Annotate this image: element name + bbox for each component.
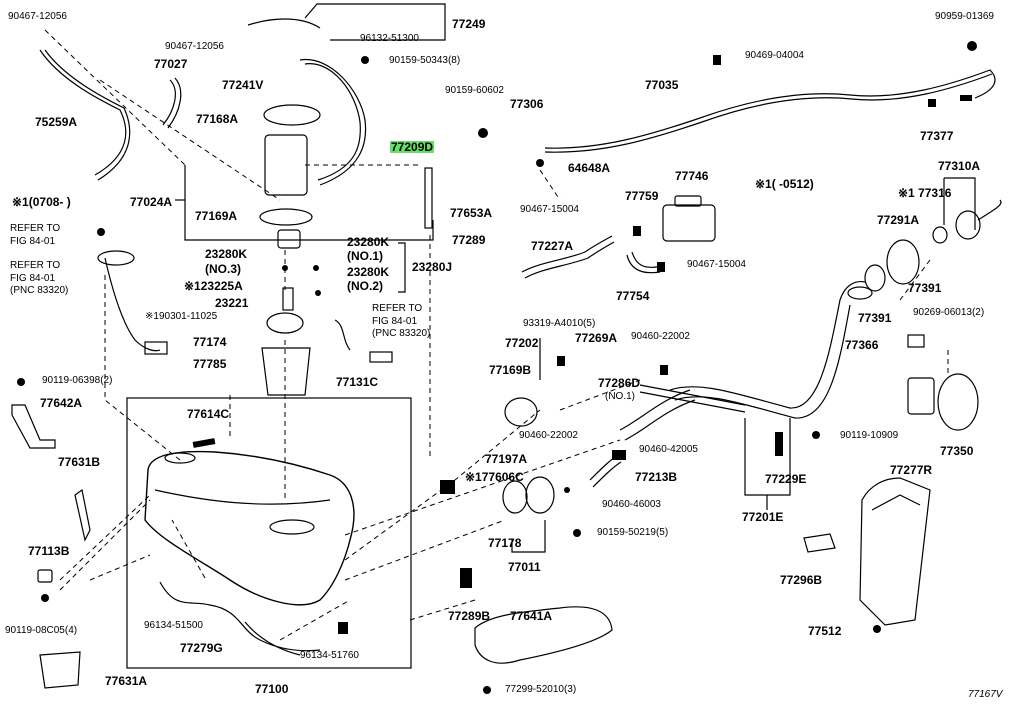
part-label: 77168A xyxy=(196,112,239,126)
part-label: 77366 xyxy=(845,338,879,352)
part-label: 77614C xyxy=(187,407,230,421)
refer-note: REFER TO FIG 84-01 (PNC 83320) xyxy=(10,260,69,296)
part-label: 77754 xyxy=(616,289,650,303)
part-label: 90119-06398(2) xyxy=(42,375,113,386)
part-label: ※1 77316 xyxy=(898,186,952,200)
part-label: 23280K xyxy=(347,265,390,279)
part-label: 23280J xyxy=(412,260,453,274)
part-label: 77100 xyxy=(255,682,289,696)
part-label: 77279G xyxy=(180,641,223,655)
part-label: 77391 xyxy=(908,281,942,295)
part-label: 77277R xyxy=(890,463,933,477)
part-label: 77241V xyxy=(222,78,264,92)
part-label: 77310A xyxy=(938,159,981,173)
part-label: 90467-12056 xyxy=(8,11,67,22)
part-label: 77131C xyxy=(336,375,379,389)
part-label: 90269-06013(2) xyxy=(913,307,985,318)
part-label: 77174 xyxy=(193,335,227,349)
part-label: ※123225A xyxy=(184,279,243,293)
diagram-id: 77167V xyxy=(968,689,1003,700)
part-label: 77229E xyxy=(765,472,807,486)
part-label: 90460-46003 xyxy=(602,499,661,510)
part-label: 77286D xyxy=(598,376,641,390)
part-label: 90467-15004 xyxy=(687,259,746,270)
part-label: 77289B xyxy=(448,609,491,623)
part-label: 77035 xyxy=(645,78,679,92)
part-label: 77631A xyxy=(105,674,148,688)
part-label: 77227A xyxy=(531,239,574,253)
part-label: 90460-22002 xyxy=(519,430,578,441)
part-label: 77011 xyxy=(508,560,541,574)
part-label: 90159-50343(8) xyxy=(389,55,461,66)
part-label: 77169A xyxy=(195,209,238,223)
part-label: 90159-60602 xyxy=(445,85,504,96)
part-label: 77391 xyxy=(858,311,892,325)
part-label: (NO.3) xyxy=(205,262,241,276)
part-label: (NO.1) xyxy=(605,391,635,402)
part-label: 77631B xyxy=(58,455,101,469)
part-label: 23221 xyxy=(215,296,249,310)
part-label: 77299-52010(3) xyxy=(505,684,577,695)
part-label: 77377 xyxy=(920,129,954,143)
part-label: 77306 xyxy=(510,97,544,111)
part-label: 77213B xyxy=(635,470,678,484)
part-label: 23280K xyxy=(205,247,248,261)
part-label: 90959-01369 xyxy=(935,11,994,22)
part-label: 90119-08C05(4) xyxy=(5,625,78,636)
part-label: (NO.1) xyxy=(347,249,383,263)
part-label: 77512 xyxy=(808,624,842,638)
part-label: (NO.2) xyxy=(347,279,383,293)
part-label: 90460-22002 xyxy=(631,331,690,342)
part-label: 23280K xyxy=(347,235,390,249)
part-label: 77785 xyxy=(193,357,227,371)
part-label: 77641A xyxy=(510,609,553,623)
part-label: 96134-51500 xyxy=(144,620,203,631)
part-label: 75259A xyxy=(35,115,78,129)
refer-note: REFER TO FIG 84-01 xyxy=(10,223,61,247)
part-label: 77113B xyxy=(28,544,70,558)
part-label: 77296B xyxy=(780,573,823,587)
note-label: ※1( -0512) xyxy=(755,177,814,191)
part-label: 90159-50219(5) xyxy=(597,527,669,538)
part-label: 77201E xyxy=(742,510,784,524)
part-label: ※177606C xyxy=(465,470,524,484)
part-label: 77642A xyxy=(40,396,83,410)
part-label: 77350 xyxy=(940,444,974,458)
part-label: 77759 xyxy=(625,189,659,203)
part-label: 90119-10909 xyxy=(840,430,899,441)
part-label: 93319-A4010(5) xyxy=(523,318,596,329)
part-label: 77169B xyxy=(489,363,532,377)
part-label: 90469-04004 xyxy=(745,50,804,61)
part-label: 77249 xyxy=(452,17,486,31)
part-label: 90460-42005 xyxy=(639,444,698,455)
part-label: 77024A xyxy=(130,195,173,209)
part-label: 64648A xyxy=(568,161,611,175)
part-label: 77289 xyxy=(452,233,486,247)
refer-note: REFER TO FIG 84-01 (PNC 83320) xyxy=(372,303,431,339)
part-label: 77291A xyxy=(877,213,920,227)
part-label: 77746 xyxy=(675,169,709,183)
part-label: 96134-51760 xyxy=(300,650,359,661)
part-label-highlighted[interactable]: 77209D xyxy=(390,140,435,154)
part-label: 96132-51300 xyxy=(360,33,419,44)
part-label: ※190301-11025 xyxy=(145,311,218,322)
part-label: 77178 xyxy=(488,536,522,550)
part-label: 90467-15004 xyxy=(520,204,579,215)
part-label: 77269A xyxy=(575,331,618,345)
tank-group-frame xyxy=(126,397,412,669)
part-label: 77653A xyxy=(450,206,493,220)
part-label: 77197A xyxy=(485,452,528,466)
part-label: 77027 xyxy=(154,57,188,71)
note-label: ※1(0708- ) xyxy=(12,195,71,209)
part-label: 77202 xyxy=(505,336,539,350)
part-label: 90467-12056 xyxy=(165,41,224,52)
